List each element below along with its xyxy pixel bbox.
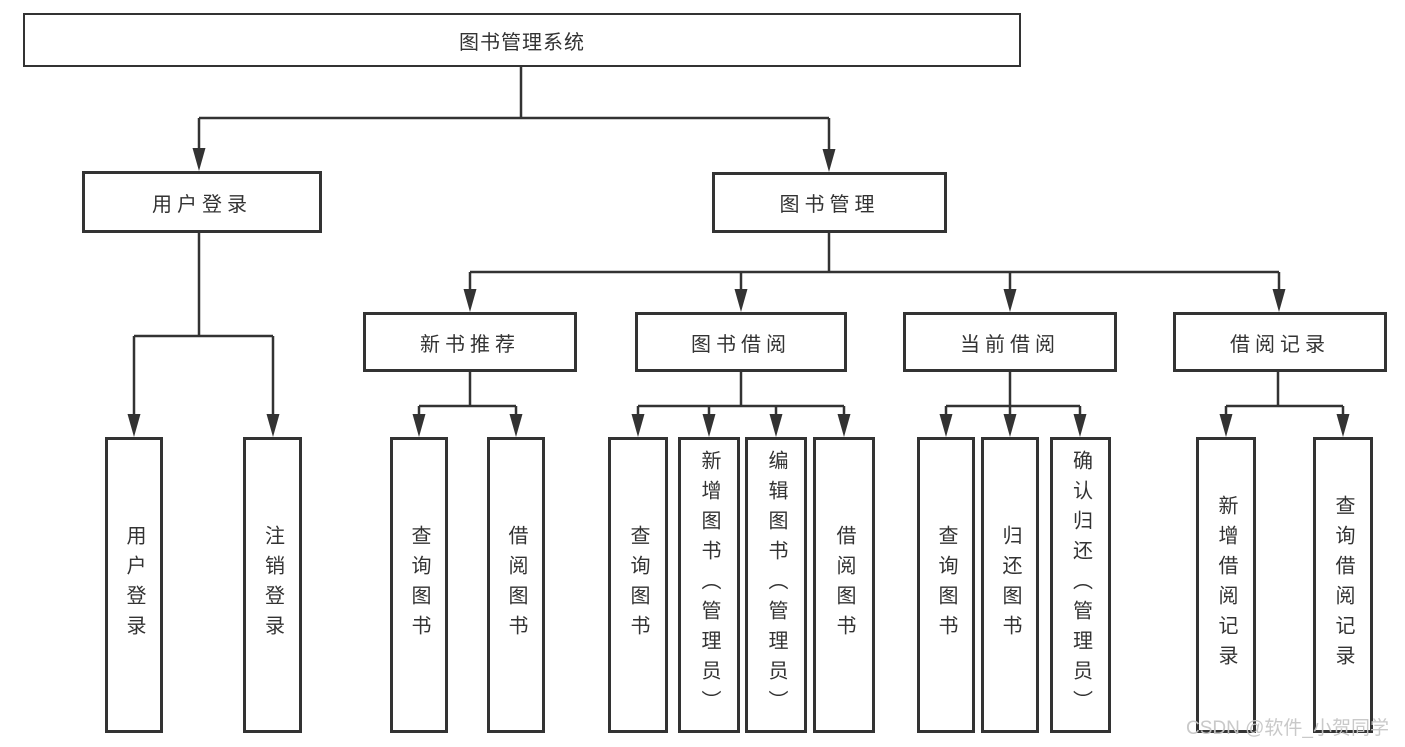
node-label: 新书推荐 — [420, 333, 520, 356]
node-label: 查询借阅记录 — [1332, 495, 1354, 675]
node-label: 注销登录 — [261, 525, 284, 645]
node-label: 图书借阅 — [691, 333, 791, 356]
node-book-borrow: 图书借阅 — [635, 312, 847, 372]
node-add-borrow-record: 新增借阅记录 — [1196, 437, 1256, 733]
node-label: 查询图书 — [935, 525, 957, 645]
node-new-book-recommend: 新书推荐 — [363, 312, 577, 372]
node-label: 查询图书 — [408, 525, 430, 645]
node-confirm-return-admin: 确认归还（管理员） — [1050, 437, 1111, 733]
node-library-management-system: 图书管理系统 — [23, 13, 1021, 67]
node-label: 借阅图书 — [505, 525, 527, 645]
node-label: 当前借阅 — [960, 333, 1060, 356]
node-current-borrow: 当前借阅 — [903, 312, 1117, 372]
node-label: 确认归还（管理员） — [1069, 450, 1092, 720]
node-add-book-admin: 新增图书（管理员） — [678, 437, 740, 733]
node-book-management: 图书管理 — [712, 172, 947, 233]
node-edit-book-admin: 编辑图书（管理员） — [745, 437, 807, 733]
node-label: 查询图书 — [627, 525, 649, 645]
node-query-borrow-record: 查询借阅记录 — [1313, 437, 1373, 733]
node-logout: 注销登录 — [243, 437, 302, 733]
node-label: 用户登录 — [152, 193, 252, 216]
node-query-books-recommend: 查询图书 — [390, 437, 448, 733]
node-label: 图书管理 — [779, 194, 880, 216]
node-user-login-branch: 用户登录 — [82, 171, 322, 233]
csdn-watermark: CSDN @软件_小贺同学 — [1186, 718, 1389, 739]
connector-strokes — [132, 67, 1345, 416]
node-borrow-records: 借阅记录 — [1173, 312, 1387, 372]
node-user-login: 用户登录 — [105, 437, 163, 733]
node-label: 借阅记录 — [1230, 333, 1330, 356]
node-return-book: 归还图书 — [981, 437, 1039, 733]
node-query-books-borrow: 查询图书 — [608, 437, 668, 733]
node-label: 新增图书（管理员） — [698, 450, 720, 720]
node-label: 编辑图书（管理员） — [765, 450, 787, 720]
arrowheads — [127, 148, 1350, 437]
node-label: 用户登录 — [123, 525, 145, 645]
node-label: 归还图书 — [999, 525, 1021, 645]
node-query-books-current: 查询图书 — [917, 437, 975, 733]
node-label: 图书管理系统 — [459, 31, 585, 54]
node-label: 借阅图书 — [833, 525, 855, 645]
node-borrow-books: 借阅图书 — [813, 437, 875, 733]
node-borrow-books-recommend: 借阅图书 — [487, 437, 545, 733]
node-label: 新增借阅记录 — [1215, 495, 1237, 675]
